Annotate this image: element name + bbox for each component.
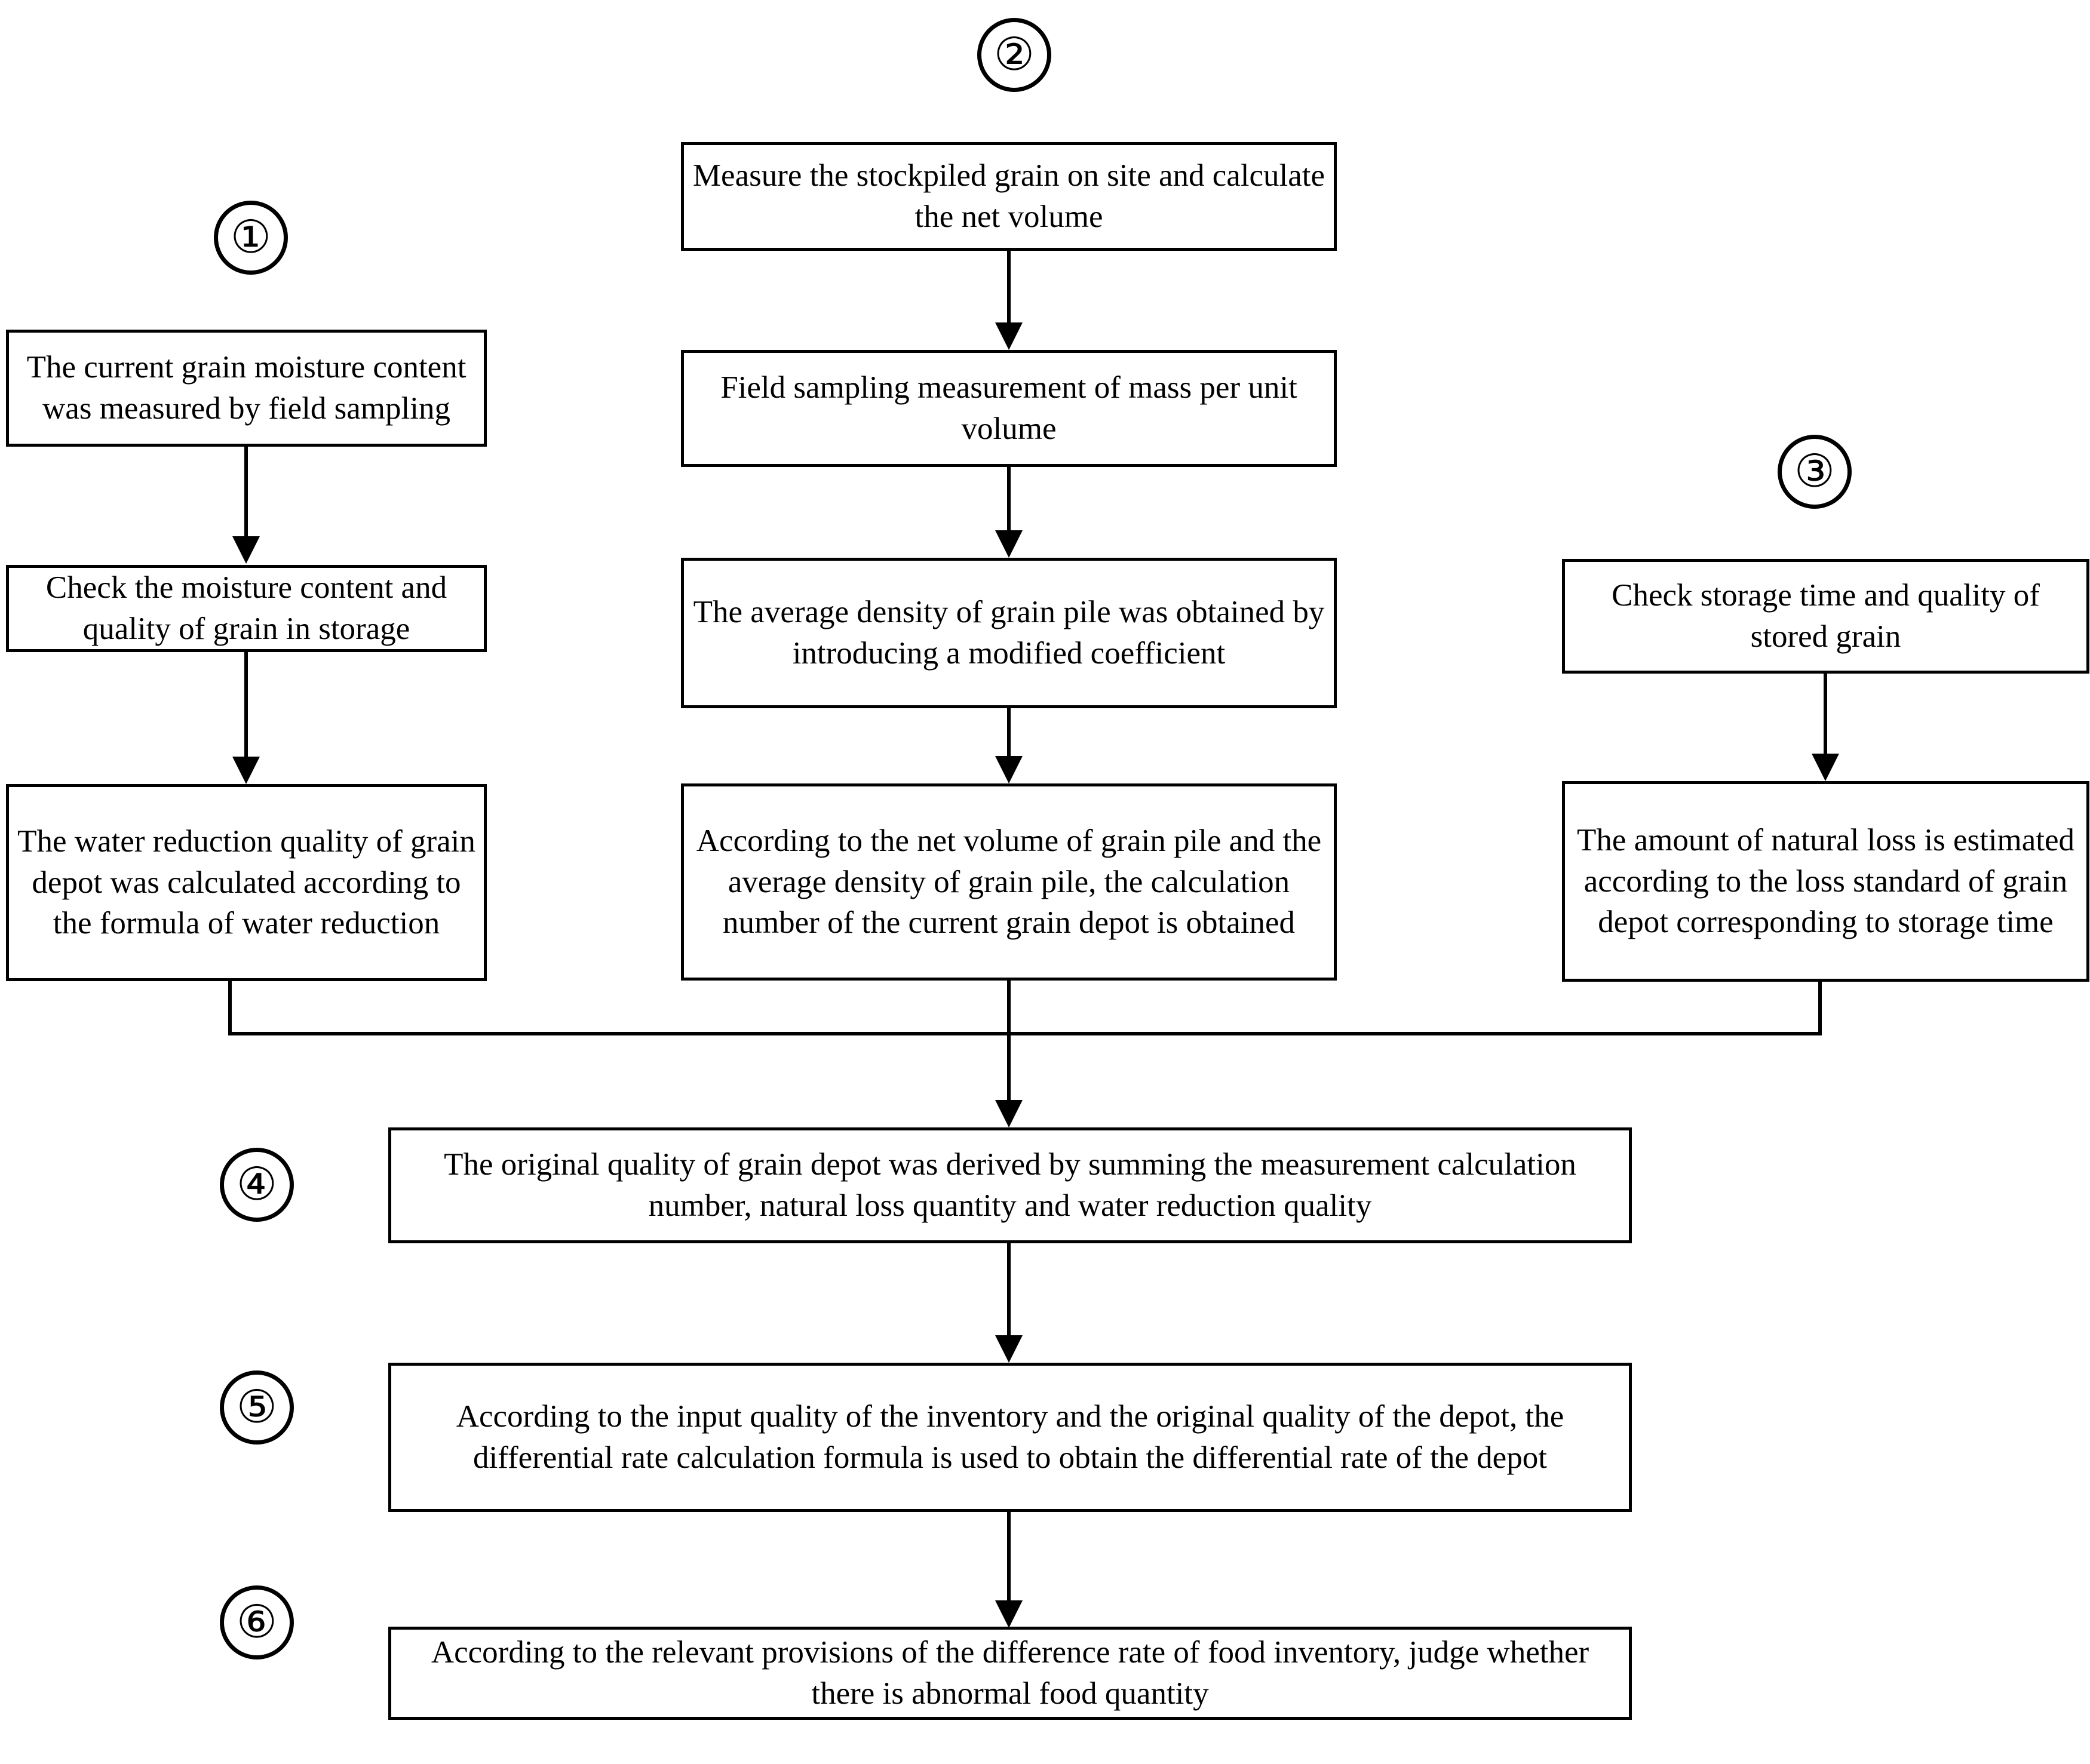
node-check-moisture-label: Check the moisture content and quality o… (45, 570, 447, 646)
node-check-moisture: Check the moisture content and quality o… (6, 565, 487, 652)
node-average-density-label: The average density of grain pile was ob… (693, 595, 1325, 671)
connector-check-to-water-reduction (244, 652, 248, 757)
node-judge-abnormal: According to the relevant provisions of … (388, 1627, 1632, 1720)
merge-drop-right (1818, 982, 1822, 1035)
node-water-reduction-label: The water reduction quality of grain dep… (17, 823, 475, 941)
node-judge-abnormal-label: According to the relevant provisions of … (431, 1635, 1589, 1711)
connector-field-sampling-to-density (1007, 467, 1011, 530)
arrowhead-stockpile-to-field-sampling (995, 322, 1023, 350)
connector-step4-to-step5 (1007, 1243, 1011, 1335)
step-6-marker: ⑥ (220, 1585, 294, 1659)
node-field-sampling-mass-label: Field sampling measurement of mass per u… (720, 370, 1297, 446)
step-3-marker: ③ (1778, 435, 1852, 509)
node-water-reduction: The water reduction quality of grain dep… (6, 784, 487, 981)
connector-step5-to-step6 (1007, 1512, 1011, 1600)
node-measure-stockpile-label: Measure the stockpiled grain on site and… (692, 158, 1325, 234)
node-measure-stockpile: Measure the stockpiled grain on site and… (681, 142, 1337, 251)
arrowhead-storage-to-natural-loss (1812, 754, 1839, 781)
arrowhead-step4-to-step5 (995, 1335, 1023, 1363)
node-moisture-sampling: The current grain moisture content was m… (6, 330, 487, 447)
node-check-storage-time-label: Check storage time and quality of stored… (1612, 578, 2040, 654)
step-5-marker: ⑤ (220, 1370, 294, 1445)
connector-density-to-calculation (1007, 708, 1011, 756)
node-original-quality: The original quality of grain depot was … (388, 1127, 1632, 1243)
arrowhead-moisture-to-check (232, 536, 260, 564)
merge-bus-horizontal (228, 1032, 1822, 1035)
node-natural-loss: The amount of natural loss is estimated … (1562, 781, 2089, 982)
node-check-storage-time: Check storage time and quality of stored… (1562, 559, 2089, 674)
node-natural-loss-label: The amount of natural loss is estimated … (1576, 822, 2075, 940)
connector-merge-to-step4 (1007, 1032, 1011, 1104)
arrowhead-merge-to-step4 (995, 1100, 1023, 1127)
step-4-marker: ④ (220, 1148, 294, 1222)
connector-moisture-to-check (244, 447, 248, 536)
step-1-marker: ① (214, 201, 288, 275)
node-differential-rate-label: According to the input quality of the in… (456, 1399, 1564, 1475)
node-original-quality-label: The original quality of grain depot was … (444, 1147, 1576, 1223)
step-2-marker: ② (977, 18, 1051, 92)
arrowhead-step5-to-step6 (995, 1600, 1023, 1628)
node-average-density: The average density of grain pile was ob… (681, 558, 1337, 708)
node-calculation-number-label: According to the net volume of grain pil… (696, 823, 1322, 941)
arrowhead-density-to-calculation (995, 756, 1023, 783)
node-moisture-sampling-label: The current grain moisture content was m… (26, 350, 467, 426)
node-calculation-number: According to the net volume of grain pil… (681, 783, 1337, 981)
arrowhead-check-to-water-reduction (232, 757, 260, 784)
arrowhead-field-sampling-to-density (995, 530, 1023, 558)
node-field-sampling-mass: Field sampling measurement of mass per u… (681, 350, 1337, 467)
merge-drop-center (1007, 981, 1011, 1035)
merge-drop-left (228, 981, 232, 1035)
connector-storage-to-natural-loss (1824, 674, 1827, 754)
node-differential-rate: According to the input quality of the in… (388, 1363, 1632, 1512)
connector-stockpile-to-field-sampling (1007, 251, 1011, 322)
